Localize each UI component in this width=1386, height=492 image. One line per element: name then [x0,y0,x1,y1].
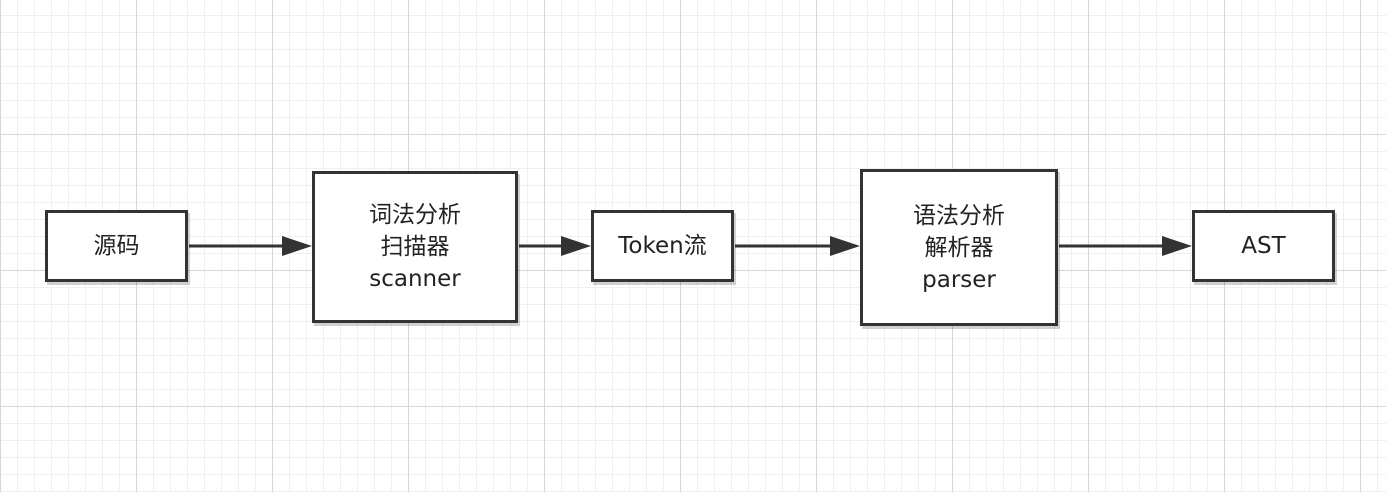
node-lexer-line-2: 扫描器 [380,234,450,260]
node-parser-line-1: 语法分析 [913,202,1005,229]
edge-parser-ast [1059,236,1192,256]
node-parser[interactable]: 语法分析 解析器 parser [860,169,1058,326]
node-parser-line-3: parser [922,266,996,293]
node-ast-label: AST [1241,233,1286,259]
node-source[interactable]: 源码 [45,210,188,282]
node-token-label: Token流 [618,233,707,259]
node-token[interactable]: Token流 [591,210,734,282]
edge-source-lexer [189,236,312,256]
edge-token-parser [735,236,860,256]
node-lexer[interactable]: 词法分析 扫描器 scanner [312,171,518,323]
node-ast[interactable]: AST [1192,210,1335,282]
node-lexer-line-3: scanner [369,266,461,292]
node-parser-line-2: 解析器 [924,234,994,261]
edge-lexer-token [519,236,591,256]
node-source-label: 源码 [93,233,140,259]
node-lexer-line-1: 词法分析 [369,202,461,228]
